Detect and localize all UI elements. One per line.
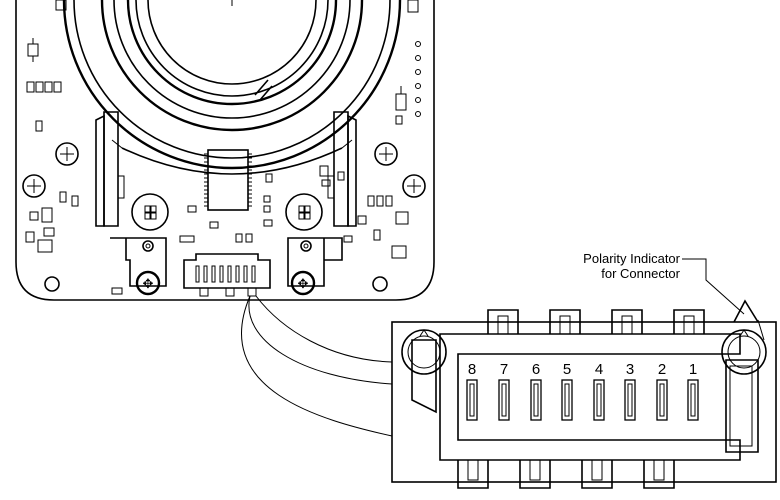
pcb-board: ✥ ✥ [15, 0, 435, 301]
pin-number: 1 [689, 361, 697, 378]
pin-3: 3 [624, 361, 636, 421]
pin-number: 6 [532, 361, 540, 378]
polarity-indicator-icon [733, 299, 759, 323]
pin-7: 7 [498, 361, 510, 421]
svg-text:✥: ✥ [298, 277, 309, 292]
pin-4: 4 [593, 361, 605, 421]
left-components [22, 0, 123, 295]
pin-group: 8 7 6 5 4 3 2 1 [466, 361, 699, 421]
right-components [319, 0, 426, 292]
pin-number: 8 [468, 361, 476, 378]
connector-enlarged [391, 309, 777, 489]
pin-8: 8 [466, 361, 478, 421]
lens-assembly [62, 0, 402, 175]
pin-1: 1 [687, 361, 699, 421]
ic-chip [179, 149, 273, 243]
flex-cable-right [327, 111, 357, 227]
flex-cable-left [95, 111, 125, 227]
pin-number: 4 [595, 361, 603, 378]
callout-line2: for Connector [601, 266, 680, 281]
pin-2: 2 [656, 361, 668, 421]
board-connector [183, 253, 271, 297]
pin-5: 5 [561, 361, 573, 421]
pin-number: 3 [626, 361, 634, 378]
mount-left: ✥ [110, 193, 169, 296]
pin-number: 5 [563, 361, 571, 378]
polarity-callout: Polarity Indicator for Connector [583, 251, 745, 315]
pin-number: 7 [500, 361, 508, 378]
pin-6: 6 [530, 361, 542, 421]
mount-right: ✥ [285, 193, 343, 296]
callout-leader [682, 258, 745, 315]
leader-lines [241, 295, 393, 437]
callout-line1: Polarity Indicator [583, 251, 680, 266]
pin-number: 2 [658, 361, 666, 378]
svg-text:✥: ✥ [143, 277, 154, 292]
